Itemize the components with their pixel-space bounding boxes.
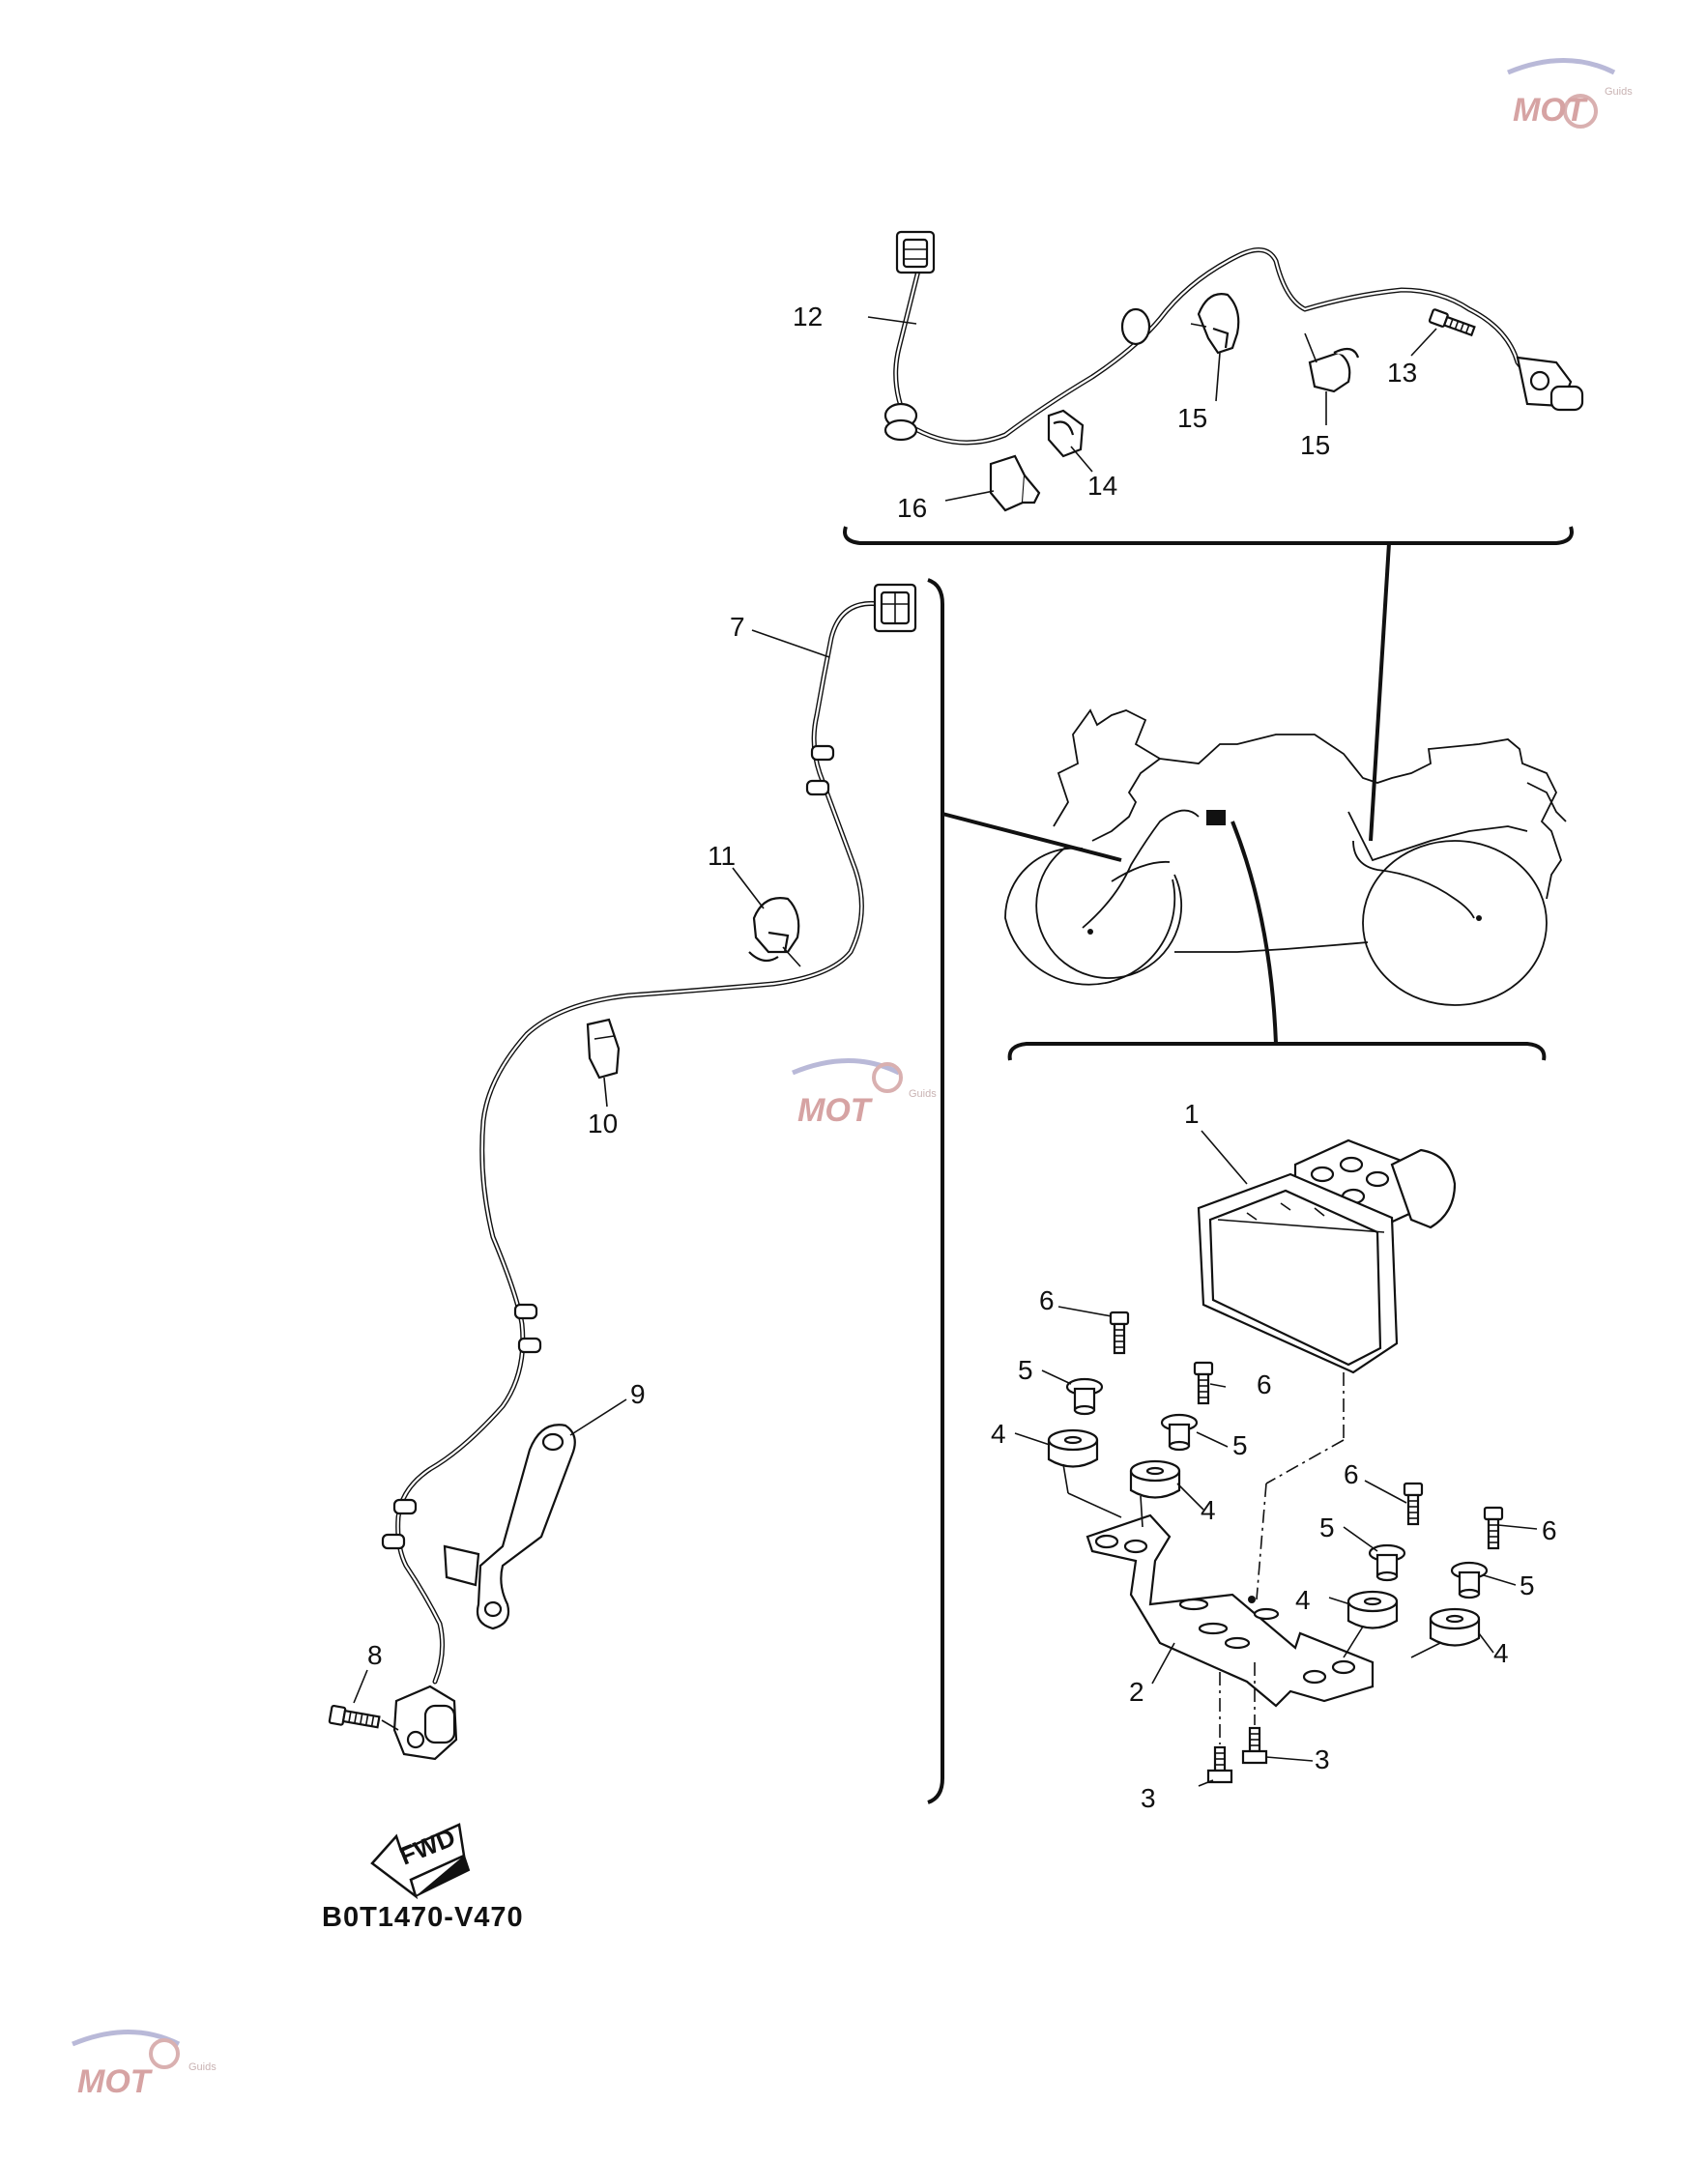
callout-2: 2	[1129, 1677, 1144, 1707]
callout-5: 5	[1018, 1355, 1033, 1385]
collar-5	[1065, 1377, 1489, 1599]
watermark-subtext: Guids	[188, 2061, 217, 2073]
rear-wheel-sensor-assembly	[867, 230, 1584, 512]
callout-4: 4	[1295, 1585, 1311, 1615]
sensor-connector-7	[873, 583, 917, 633]
callout-4: 4	[991, 1419, 1006, 1449]
callout-12: 12	[793, 302, 823, 331]
abs-unit-frame	[1007, 1042, 1547, 1061]
callout-16: 16	[897, 493, 927, 523]
watermark-subtext: Guids	[909, 1088, 937, 1100]
callout-1: 1	[1184, 1099, 1200, 1129]
callout-6: 6	[1344, 1459, 1359, 1489]
holder-11	[748, 897, 800, 963]
watermark-logo-bottom-left: MOT Guids	[72, 2030, 217, 2100]
wire-grommet	[1120, 307, 1151, 346]
front-sensor-head	[392, 1685, 458, 1761]
front-wheel-sensor-assembly	[328, 583, 917, 1761]
leader-abs-frame	[1230, 821, 1278, 1045]
callout-numbers: 1 2 3 3 4 4 4 4 5 5 5 5 6 6 6 6 7 8 9 10…	[367, 302, 1557, 1813]
callout-15: 15	[1300, 430, 1330, 460]
callout-11: 11	[708, 841, 736, 871]
rubber-damper-4	[1047, 1428, 1481, 1647]
callout-4: 4	[1493, 1638, 1509, 1668]
wire-grommet	[805, 779, 830, 796]
callout-3: 3	[1141, 1783, 1156, 1813]
wire-grommet	[810, 744, 835, 762]
callout-6: 6	[1039, 1285, 1055, 1315]
callout-5: 5	[1232, 1430, 1248, 1460]
bolt-8	[328, 1704, 381, 1729]
abs-callout-leaders	[1014, 1130, 1538, 1787]
clamp-14	[1047, 409, 1085, 458]
callout-14: 14	[1087, 471, 1117, 501]
callout-13: 13	[1387, 358, 1417, 388]
bolt-6	[1109, 1311, 1504, 1550]
callout-10: 10	[588, 1109, 618, 1138]
rear-sensor-head	[1516, 356, 1584, 412]
wire-grommet	[517, 1337, 542, 1354]
wire-grommet	[513, 1303, 538, 1320]
sensor-connector-12	[895, 230, 936, 274]
callout-7: 7	[730, 612, 745, 642]
leader-rear-frame	[1369, 542, 1391, 842]
alignment-lines	[1062, 1372, 1441, 1744]
callout-6: 6	[1257, 1369, 1272, 1399]
abs-bracket-2	[1086, 1513, 1375, 1708]
holder-15-right	[1308, 347, 1360, 393]
watermark-text: MOT	[77, 2063, 154, 2100]
bracket-9	[443, 1424, 576, 1630]
watermark-text: MOT	[1513, 92, 1589, 129]
forward-direction-arrow: FWD	[370, 1823, 471, 1900]
abs-hydraulic-unit-1	[1197, 1138, 1457, 1374]
watermark-logo-top-right: MOT Guids	[1507, 58, 1633, 129]
callout-4: 4	[1201, 1495, 1216, 1525]
wire-grommet	[883, 418, 918, 442]
watermark-text: MOT	[797, 1092, 874, 1129]
callout-5: 5	[1319, 1513, 1335, 1542]
callout-8: 8	[367, 1640, 383, 1670]
clamp-16	[989, 454, 1041, 512]
motorcycle-silhouette	[1004, 708, 1567, 1006]
callout-9: 9	[630, 1379, 646, 1409]
wire-grommet	[381, 1533, 406, 1550]
callout-5: 5	[1520, 1570, 1535, 1600]
rear-sensor-frame	[843, 526, 1574, 545]
clamp-10	[586, 1018, 621, 1080]
leader-front-frame	[941, 812, 1122, 862]
drawing-code: B0T1470-V470	[322, 1902, 524, 1933]
callout-3: 3	[1315, 1744, 1330, 1774]
watermark-subtext: Guids	[1605, 86, 1633, 98]
holder-15-left	[1197, 293, 1240, 355]
callout-6: 6	[1542, 1515, 1557, 1545]
watermark-logo-center: MOT Guids	[792, 1058, 937, 1129]
bolt-3	[1206, 1726, 1268, 1784]
bolt-13	[1428, 308, 1476, 337]
front-sensor-frame	[927, 578, 944, 1804]
wire-grommet	[392, 1498, 418, 1515]
callout-15: 15	[1177, 403, 1207, 433]
